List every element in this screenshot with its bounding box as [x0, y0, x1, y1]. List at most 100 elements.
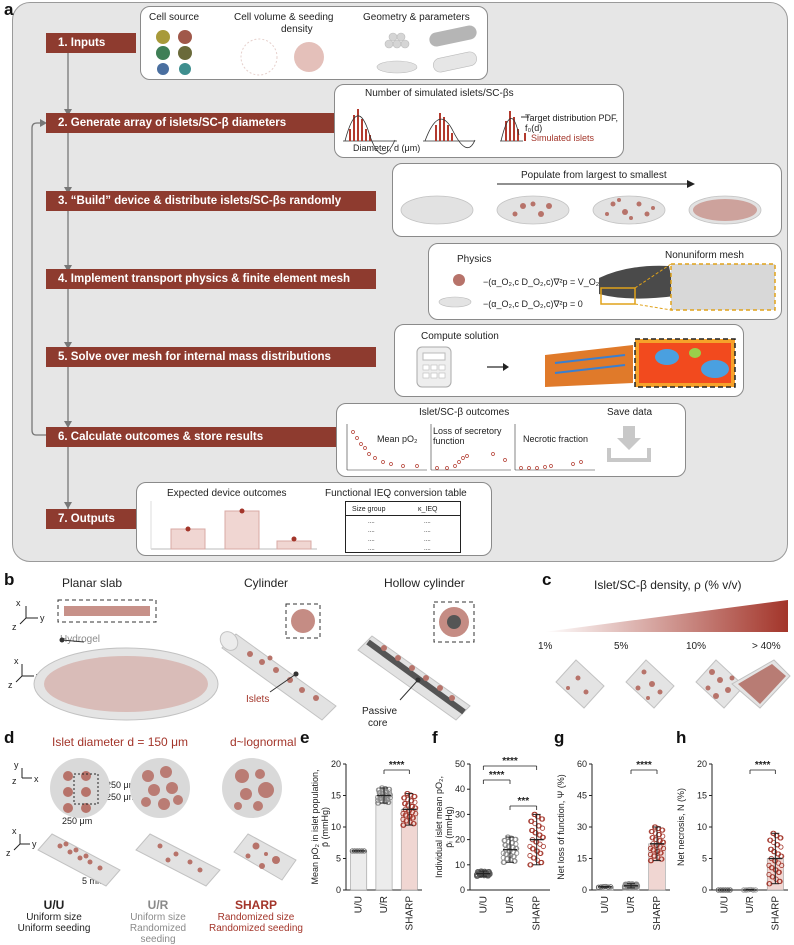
y-axis-symbol: p̄ (mmHg) — [320, 807, 330, 847]
svg-text:x: x — [16, 598, 21, 608]
step-1-inputs: 1. Inputs — [46, 33, 136, 53]
core-label: core — [368, 718, 388, 729]
group-sharp: SHARP Randomized size Randomized seeding — [209, 898, 303, 934]
outcome-mean-po2: Mean pO₂ — [377, 434, 418, 444]
data-point — [386, 799, 392, 805]
data-point — [413, 811, 419, 817]
data-point — [386, 786, 393, 792]
hydrogel-label: Hydrogel — [60, 634, 101, 645]
x-tick-label: SHARP — [770, 896, 781, 931]
svg-text:y: y — [14, 760, 19, 770]
svg-text:z: z — [8, 680, 13, 690]
ieq-rows-2: ................ — [424, 519, 431, 552]
y-axis-label: Mean pO₂ in islet population, — [310, 769, 320, 884]
data-point — [778, 835, 784, 841]
y-axis-label: Individual islet mean pO₂, — [434, 776, 444, 878]
data-point — [777, 878, 783, 885]
data-point — [657, 844, 663, 850]
data-point — [508, 852, 514, 859]
cell-volume-label: Cell volume & seeding — [234, 12, 334, 23]
data-point — [766, 862, 772, 868]
data-point — [410, 815, 416, 821]
outputs-table-title: Functional IEQ conversion table — [325, 488, 467, 499]
y-tick-label: 20 — [697, 759, 707, 769]
device-geometries: xyz xyz — [8, 598, 475, 721]
svg-text:z: z — [12, 776, 17, 786]
spacing-1: 250 μm — [106, 780, 137, 790]
sig-label: **** — [389, 760, 405, 771]
density-label: density — [281, 24, 313, 35]
outcome-loss-function: Loss of secretory function — [433, 426, 502, 446]
x-tick-label: SHARP — [532, 896, 543, 931]
x-tick-label: SHARP — [652, 896, 663, 931]
x-tick-label: U/U — [354, 896, 365, 913]
data-point — [527, 843, 533, 850]
outcome-necrotic: Necrotic fraction — [523, 434, 589, 444]
data-point — [500, 850, 506, 856]
data-point — [647, 845, 654, 851]
y-tick-label: 15 — [331, 791, 341, 801]
x-tick-label: U/R — [505, 896, 516, 913]
data-point — [539, 816, 546, 822]
x-tick-label: U/R — [379, 896, 390, 913]
step-4-physics: 4. Implement transport physics & finite … — [46, 269, 376, 289]
inputs-card: Cell source Cell volume & seeding densit… — [140, 6, 488, 80]
physics-card: Physics Nonuniform mesh −(α_O₂,c D_O₂,c)… — [428, 243, 782, 320]
hollow-cylinder-title: Hollow cylinder — [384, 576, 465, 590]
density-1: 1% — [538, 641, 553, 652]
svg-text:x: x — [14, 656, 19, 666]
sig-label: *** — [517, 796, 529, 807]
density-10: 10% — [686, 641, 707, 652]
cylinder-title: Cylinder — [244, 576, 289, 590]
passive-label: Passive — [362, 706, 398, 717]
x-tick-label: U/R — [745, 896, 756, 913]
physics-eq1: −(α_O₂,c D_O₂,c)∇²p = V_O₂,c — [483, 277, 607, 287]
bar-uu — [350, 850, 368, 891]
solve-card: Compute solution — [394, 324, 744, 397]
data-point — [402, 801, 408, 807]
ieq-rows-1: ................ — [368, 519, 375, 552]
y-tick-label: 15 — [577, 854, 587, 864]
outcomes-card: Islet/SC-β outcomes Save data Mean pO₂ L… — [336, 403, 686, 477]
density-title: Islet/SC-β density, ρ (% v/v) — [594, 578, 742, 592]
outputs-card: Expected device outcomes Functional IEQ … — [136, 482, 492, 556]
y-axis-label: Net necrosis, N (%) — [676, 788, 686, 866]
ieq-col1: Size group — [352, 506, 386, 513]
data-point — [413, 805, 419, 811]
data-point — [384, 791, 390, 797]
sig-label: **** — [502, 756, 518, 767]
step-7-outputs: 7. Outputs — [46, 509, 136, 529]
data-point — [778, 844, 784, 850]
data-point — [529, 827, 536, 834]
data-point — [400, 811, 406, 817]
y-tick-label: 0 — [336, 885, 341, 895]
panel-letter-a: a — [4, 0, 14, 19]
data-point — [658, 850, 664, 856]
step-3-build: 3. “Build” device & distribute islets/SC… — [46, 191, 376, 211]
data-point — [514, 845, 520, 852]
data-point — [766, 871, 772, 878]
y-tick-label: 0 — [582, 885, 587, 895]
bar-ur — [375, 795, 393, 891]
generate-card: Number of simulated islets/SC-βs Diamete… — [334, 84, 624, 158]
data-point — [660, 827, 666, 833]
svg-text:y: y — [32, 839, 37, 849]
y-axis-symbol: p̄ᵢ (mmHg) — [444, 806, 454, 847]
data-point — [657, 838, 663, 844]
svg-text:z: z — [12, 622, 17, 632]
data-point — [773, 867, 779, 873]
density-graphics — [544, 600, 791, 709]
step-5-solve: 5. Solve over mesh for internal mass dis… — [46, 347, 376, 367]
panel-letter-d: d — [4, 728, 15, 747]
panel-letter-h: h — [676, 728, 687, 747]
x-tick-label: SHARP — [404, 896, 415, 931]
data-point — [512, 858, 518, 864]
y-tick-label: 5 — [702, 854, 707, 864]
outputs-bar-chart — [150, 501, 317, 550]
y-tick-label: 20 — [331, 759, 341, 769]
data-point — [382, 796, 388, 802]
data-point — [527, 853, 533, 859]
